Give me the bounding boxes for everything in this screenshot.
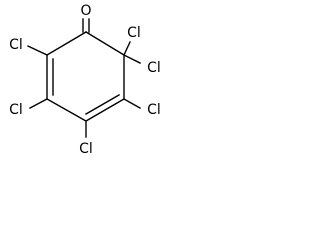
bond-c4-c5 [85,98,125,122]
bond-c6-cl-right [123,54,141,64]
chlorine-bonds [27,41,141,138]
bond-c5-cl [123,98,141,109]
bond-c3-cl [29,98,48,109]
bond-c3-c4 [46,98,87,122]
bond-c6-cl-upper [123,41,131,56]
atom-chlorine-c6-right: Cl [147,60,161,76]
bond-c4-c5-double [85,94,120,115]
atom-labels: O Cl Cl Cl Cl Cl Cl [9,3,161,157]
atom-chlorine-c5: Cl [147,102,161,118]
ring-bonds [46,31,125,122]
atom-oxygen: O [80,3,91,19]
bond-c2-cl [27,45,48,56]
chemical-structure-diagram: O Cl Cl Cl Cl Cl Cl [9,3,161,157]
atom-chlorine-c2: Cl [9,37,23,53]
atom-chlorine-c6-upper: Cl [127,25,141,41]
carbonyl-bond [82,18,90,33]
atom-chlorine-c3: Cl [9,102,23,118]
bond-c1-c2 [46,31,87,56]
bond-c6-c1 [85,31,125,56]
atom-chlorine-c4: Cl [79,141,93,157]
